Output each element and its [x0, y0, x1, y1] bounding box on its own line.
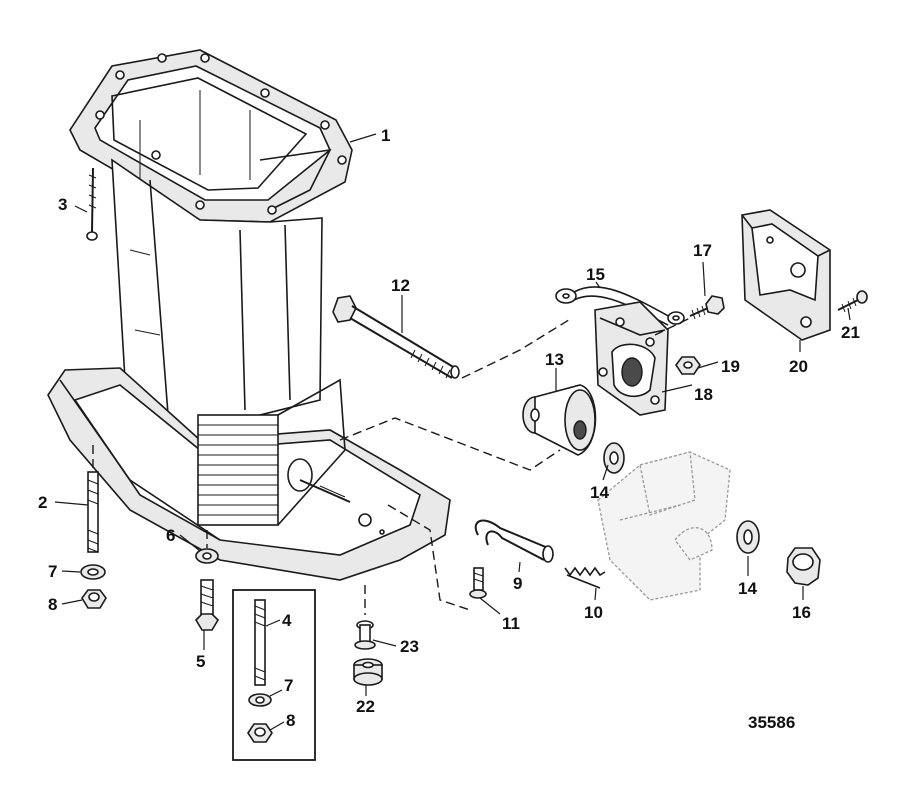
callout-5: 5: [196, 652, 205, 671]
cap-nut-16: [786, 547, 821, 586]
grommet-22: [353, 658, 383, 686]
driveshaft-housing: [47, 49, 451, 581]
nut-8b: [247, 723, 273, 743]
fitting-23: [354, 585, 376, 650]
callout-labels: 1 2 3 4 5 6 7 7 8 8 9 10 11 12 13 14 14 …: [38, 126, 860, 732]
nut-19: [675, 356, 701, 375]
callout-14b: 14: [738, 579, 757, 598]
callout-10: 10: [584, 603, 603, 622]
reference-number: 35586: [748, 713, 795, 732]
spring-10: [564, 566, 606, 589]
nut-8a: [81, 589, 107, 609]
callout-22: 22: [356, 697, 375, 716]
callout-8a: 8: [48, 595, 57, 614]
inset-box: [232, 589, 316, 761]
callout-9: 9: [513, 574, 522, 593]
ghost-lower-mount: [597, 451, 731, 601]
dashed-route-11: [387, 504, 471, 611]
callout-16: 16: [792, 603, 811, 622]
callout-8b: 8: [286, 711, 295, 730]
screw-21: [837, 290, 868, 313]
callout-11: 11: [502, 614, 520, 633]
callout-21: 21: [841, 323, 860, 342]
callout-14a: 14: [590, 483, 609, 502]
washer-14b: [736, 520, 760, 554]
callout-7b: 7: [284, 676, 293, 695]
stud-2: [87, 445, 99, 553]
callout-13: 13: [545, 350, 564, 369]
ground-strap-15: [555, 286, 685, 326]
callout-2: 2: [38, 493, 47, 512]
callout-6: 6: [166, 526, 175, 545]
fitting-11: [469, 567, 487, 599]
cover-20: [741, 209, 831, 341]
callout-12: 12: [391, 276, 410, 295]
callout-4: 4: [282, 611, 292, 630]
callout-17: 17: [693, 241, 712, 260]
callout-19: 19: [721, 357, 740, 376]
washer-7a: [80, 564, 106, 580]
callout-23: 23: [400, 637, 419, 656]
leader-lines: [54, 133, 851, 731]
stud-4: [254, 599, 266, 686]
callout-15: 15: [586, 265, 605, 284]
callout-3: 3: [58, 195, 67, 214]
screw-3: [86, 167, 98, 241]
screw-17: [654, 295, 725, 336]
rubber-mount-13: [339, 384, 597, 471]
callout-18: 18: [694, 385, 713, 404]
callout-20: 20: [789, 357, 808, 376]
washer-6: [195, 530, 219, 564]
hose-9: [474, 519, 554, 563]
washer-7b: [248, 693, 272, 707]
callout-1: 1: [381, 126, 390, 145]
dashed-route-12: [461, 317, 573, 379]
bolt-12: [332, 295, 460, 379]
bolt-5: [194, 579, 220, 631]
washer-14a: [603, 442, 625, 474]
bracket-18: [594, 301, 669, 416]
callout-7a: 7: [48, 562, 57, 581]
